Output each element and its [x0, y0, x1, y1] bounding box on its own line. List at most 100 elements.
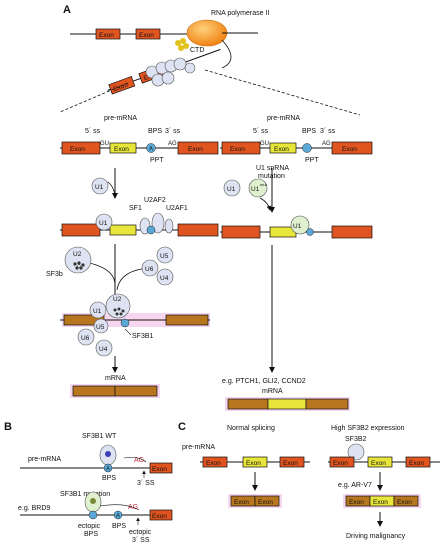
left-exon-1-label: Exon: [70, 146, 85, 153]
left-gu-label: GU: [100, 141, 109, 147]
right-stage2-u1-mut: [290, 215, 310, 235]
c-normal-exon-1: [202, 456, 228, 468]
u2-sf3b-complex: [64, 246, 92, 274]
top-exon-1: [95, 28, 121, 40]
ctd-label: CTD: [190, 47, 204, 54]
b-premrna-label: pre-mRNA: [28, 456, 61, 463]
c-high-mrna-exon-1-label: Exon: [349, 499, 364, 506]
normal-splicing-title: Normal splicing: [227, 425, 275, 432]
panel-a-letter: A: [63, 4, 71, 16]
b-wt-exon-label: Exon: [152, 466, 167, 473]
stage3-u5: [93, 318, 109, 334]
right-mrna-exon-1: [227, 398, 269, 410]
left-mrna-exon-1: [72, 385, 116, 397]
right-mrna-exon-2: [267, 398, 307, 410]
c-normal-exon-2: [242, 456, 268, 468]
stage2-branch-a: [146, 225, 156, 235]
right-branch: pre-mRNA 5´ ss BPS 3´ ss Exon GU Exon AG…: [220, 115, 373, 411]
c-high-exon-1-label: Exon: [333, 460, 348, 467]
stage3-u4-label: U4: [99, 346, 108, 353]
c-high-mrna-exon-3: [393, 495, 419, 507]
right-ag-label: AG: [322, 141, 331, 147]
sf3b1-mut-label: SF3B1 mutation: [60, 491, 110, 498]
left-exon-1: [61, 141, 101, 155]
b-wt-3ss-label: 3´ SS: [137, 480, 155, 487]
c-high-exon-1: [329, 456, 355, 468]
left-mrna-label: mRNA: [105, 375, 126, 382]
stage3-u1-label: U1: [93, 308, 102, 315]
right-u1-mut-sup: mut: [260, 182, 268, 187]
stage2-exon-3: [177, 223, 219, 237]
right-exon-1-label: Exon: [230, 146, 245, 153]
ectopic-bps-line2: BPS: [84, 531, 98, 538]
stage3-u6: [77, 328, 95, 346]
stage2-exon-1: [61, 223, 101, 237]
stage3-u2-label: U2: [113, 296, 122, 303]
free-u4-label: U4: [160, 275, 169, 282]
right-stage2-exon-1: [221, 225, 261, 239]
stage2-u1-label: U1: [99, 220, 108, 227]
free-u4: [156, 268, 174, 286]
u2af1: [164, 218, 174, 234]
stage3-u4: [95, 339, 113, 357]
c-high-exon-2-label: Exon: [371, 460, 386, 467]
b-mut-a-label: A: [116, 514, 120, 520]
b-mut-branch-a: [113, 510, 123, 520]
left-exon-3: [177, 141, 219, 155]
right-mrna-label: mRNA: [262, 388, 283, 395]
ctd-icon: [175, 38, 189, 51]
c-high-exon-3: [405, 456, 431, 468]
brd9-label: e.g. BRD9: [18, 505, 50, 512]
u2af2: [151, 212, 165, 234]
c-normal-exon-1-label: Exon: [206, 460, 221, 467]
panel-b-letter: B: [4, 421, 12, 433]
top-exon-2-label: Exon: [139, 32, 154, 39]
sf3b1-wt-label: SF3B1 WT: [82, 433, 117, 440]
b-wt-ag-label: AG: [134, 457, 144, 464]
c-normal-exon-2-label: Exon: [246, 460, 261, 467]
stage3-exon-3: [165, 314, 209, 326]
right-premrna-label: pre-mRNA: [267, 115, 300, 122]
left-branch: pre-mRNA 5´ ss BPS 3´ ss Exon GU Exon A …: [46, 115, 219, 398]
right-u1-wt-label: U1: [227, 186, 236, 193]
c-premrna-label: pre-mRNA: [182, 444, 215, 451]
right-exon-2-label: Exon: [274, 146, 289, 153]
top-exon-1-label: Exon: [99, 32, 114, 39]
sf3b1-wt-core: [105, 451, 111, 457]
right-exon-3: [331, 141, 373, 155]
stage2-exon-2: [109, 224, 137, 236]
sf3b2-label: SF3B2: [345, 436, 367, 443]
right-ss5-label: 5´ ss: [253, 128, 269, 135]
c-normal-mrna-exon-2: [254, 495, 280, 507]
right-ss3-label: 3´ ss: [320, 128, 336, 135]
free-u6: [141, 259, 159, 277]
c-normal-mrna-exon-2-label: Exon: [258, 499, 273, 506]
high-sf3b2-title: High SF3B2 expression: [331, 425, 405, 432]
ectopic-ss-line1: ectopic: [129, 529, 152, 536]
right-u1-wt: [223, 179, 241, 197]
u2af2-label: U2AF2: [144, 197, 166, 204]
right-u1-mut: [248, 178, 268, 198]
free-u5-label: U5: [160, 253, 169, 260]
spliceosome-cluster: [145, 57, 196, 87]
left-mrna-exon-2: [114, 385, 158, 397]
right-u1-mut-label: U1: [251, 186, 260, 193]
b-mut-ectopic-a: [88, 510, 98, 520]
b-mut-bps-label: BPS: [112, 523, 126, 530]
panel-c: Normal splicing High SF3B2 expression pr…: [182, 425, 440, 540]
right-mrna-exon-3: [305, 398, 349, 410]
sf3b-label: SF3b: [46, 271, 63, 278]
u2af1-label: U2AF1: [166, 205, 188, 212]
c-high-exon-3-label: Exon: [409, 460, 424, 467]
stage3-branch-a: [120, 318, 130, 328]
b-wt-exon: [149, 462, 173, 474]
c-high-mrna-exon-3-label: Exon: [397, 499, 412, 506]
left-exon-2: [109, 142, 137, 154]
left-a-label: A: [149, 147, 153, 153]
b-mut-exon-label: Exon: [152, 513, 167, 520]
c-high-exon-2: [367, 456, 393, 468]
right-exon-2: [269, 142, 297, 154]
transcription-schematic: Exon Exon RNA polymerase II CTD Exon Exo…: [59, 10, 361, 116]
right-gu-label: GU: [260, 141, 269, 147]
sf3b1-label: SF3B1: [132, 333, 154, 340]
